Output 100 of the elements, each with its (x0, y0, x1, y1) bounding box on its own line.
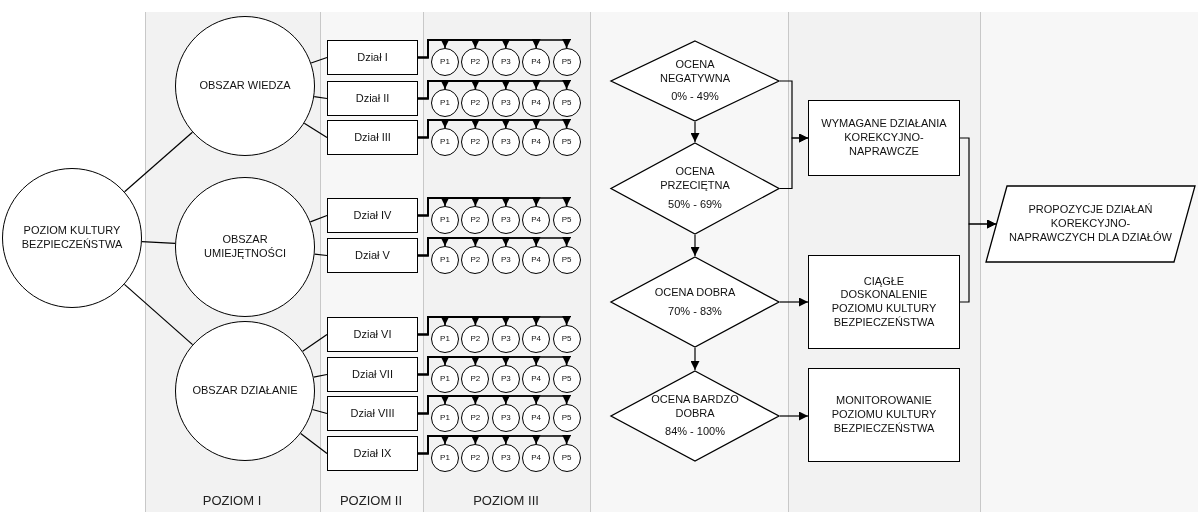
process-box (327, 120, 418, 155)
node-label: P4 (531, 413, 542, 423)
connector-line (300, 432, 328, 455)
arrow (690, 121, 700, 143)
process-box (327, 436, 418, 471)
process-box (327, 40, 418, 75)
arrow (779, 297, 809, 307)
process-box (327, 396, 418, 431)
decision-diamond (610, 142, 780, 235)
node-label: P3 (500, 374, 511, 384)
node-label: P1 (440, 215, 450, 225)
node-label: Dział I (357, 50, 388, 65)
connector-line (303, 122, 328, 139)
decision-diamond (610, 370, 780, 462)
node-label: P1 (440, 137, 450, 147)
node-label: P3 (500, 413, 511, 423)
connector-line (314, 253, 328, 257)
node-label: P1 (440, 98, 450, 108)
node-label: WYMAGANE DZIAŁANIA KOREKCYJNO-NAPRAWCZE (820, 117, 948, 159)
node-label: Dział VI (353, 327, 392, 342)
connector-line (313, 373, 328, 378)
node-label: OBSZAR WIEDZA (199, 79, 291, 93)
process-box (327, 238, 418, 273)
arrow (779, 133, 809, 190)
connector-line (313, 95, 328, 100)
arrow (417, 197, 572, 217)
arrow (690, 347, 700, 371)
connector-line (311, 408, 328, 415)
node-label: P5 (561, 98, 572, 108)
node-label: P5 (561, 215, 572, 225)
node-label: P3 (500, 215, 511, 225)
process-box (327, 198, 418, 233)
node-label: CIĄGŁE DOSKONALENIE POZIOMU KULTURY BEZPIECZEŃSTWA (830, 274, 938, 330)
node-label: P4 (531, 374, 542, 384)
decision-diamond (610, 256, 780, 348)
node-label: P1 (440, 57, 450, 67)
connector-line (310, 56, 328, 64)
arrow (417, 316, 572, 336)
node-label: P1 (440, 453, 450, 463)
node-label: Dział VIII (350, 406, 395, 421)
node-label: P2 (470, 374, 481, 384)
node-label: P2 (470, 255, 481, 265)
node-label: P3 (500, 98, 511, 108)
column-label: POZIOM III (473, 492, 539, 510)
node-label: P5 (561, 413, 572, 423)
node-label: OBSZAR DZIAŁANIE (192, 384, 298, 398)
node-label: P3 (500, 453, 511, 463)
node-label: P2 (470, 98, 481, 108)
node-label: P5 (561, 137, 572, 147)
node-label: 84% - 100% (665, 425, 725, 440)
process-box (327, 357, 418, 392)
node-label: P2 (470, 215, 481, 225)
node-label: Dział V (355, 248, 390, 263)
node-label: P5 (561, 255, 572, 265)
column-label: POZIOM I (202, 492, 262, 510)
arrow (959, 219, 997, 303)
node-label: PROPOZYCJE DZIAŁAŃ KOREKCYJNO-NAPRAWCZYCH DLA DZIAŁÓW (1009, 203, 1172, 245)
node-label: P4 (531, 98, 542, 108)
node-label: P3 (500, 137, 511, 147)
connector-line (302, 333, 328, 352)
connector-line (124, 131, 193, 193)
node-label: MONITOROWANIE POZIOMU KULTURY BEZPIECZEŃSTWA (830, 394, 938, 436)
node-label: OCENA DOBRA (654, 285, 736, 300)
process-box (808, 368, 960, 462)
arrow (417, 356, 572, 376)
arrow (417, 80, 572, 100)
arrow (417, 237, 572, 257)
connector-line (123, 283, 194, 346)
node-label: P5 (561, 334, 572, 344)
node-label: Dział IV (353, 208, 392, 223)
node-label: P4 (531, 215, 542, 225)
node-label: 70% - 83% (668, 304, 722, 319)
arrow (690, 234, 700, 257)
node-label: P2 (470, 453, 481, 463)
node-label: P1 (440, 374, 450, 384)
node-label: P4 (531, 255, 542, 265)
node-label: P4 (531, 453, 542, 463)
arrow (779, 411, 809, 421)
node-label: P2 (470, 413, 481, 423)
process-box (808, 255, 960, 349)
node-label: P2 (470, 57, 481, 67)
arrow (417, 395, 572, 415)
process-box (327, 317, 418, 352)
node-label: P3 (500, 57, 511, 67)
node-label: POZIOM KULTURY BEZPIECZEŃSTWA (20, 224, 124, 252)
node-label: P5 (561, 57, 572, 67)
node-label: 50% - 69% (668, 197, 722, 212)
node-label: Dział III (354, 130, 391, 145)
node-label: P2 (470, 334, 481, 344)
node-label: P3 (500, 255, 511, 265)
node-label: Dział II (355, 91, 390, 106)
node-label: OCENA NEGATYWNA (658, 57, 732, 86)
node-label: P2 (470, 137, 481, 147)
node-label: Dział VII (352, 367, 393, 382)
connector-line (141, 241, 176, 244)
node-label: P4 (531, 137, 542, 147)
process-box (808, 100, 960, 176)
node-label: P4 (531, 334, 542, 344)
arrow (417, 39, 572, 59)
node-label: P1 (440, 334, 450, 344)
